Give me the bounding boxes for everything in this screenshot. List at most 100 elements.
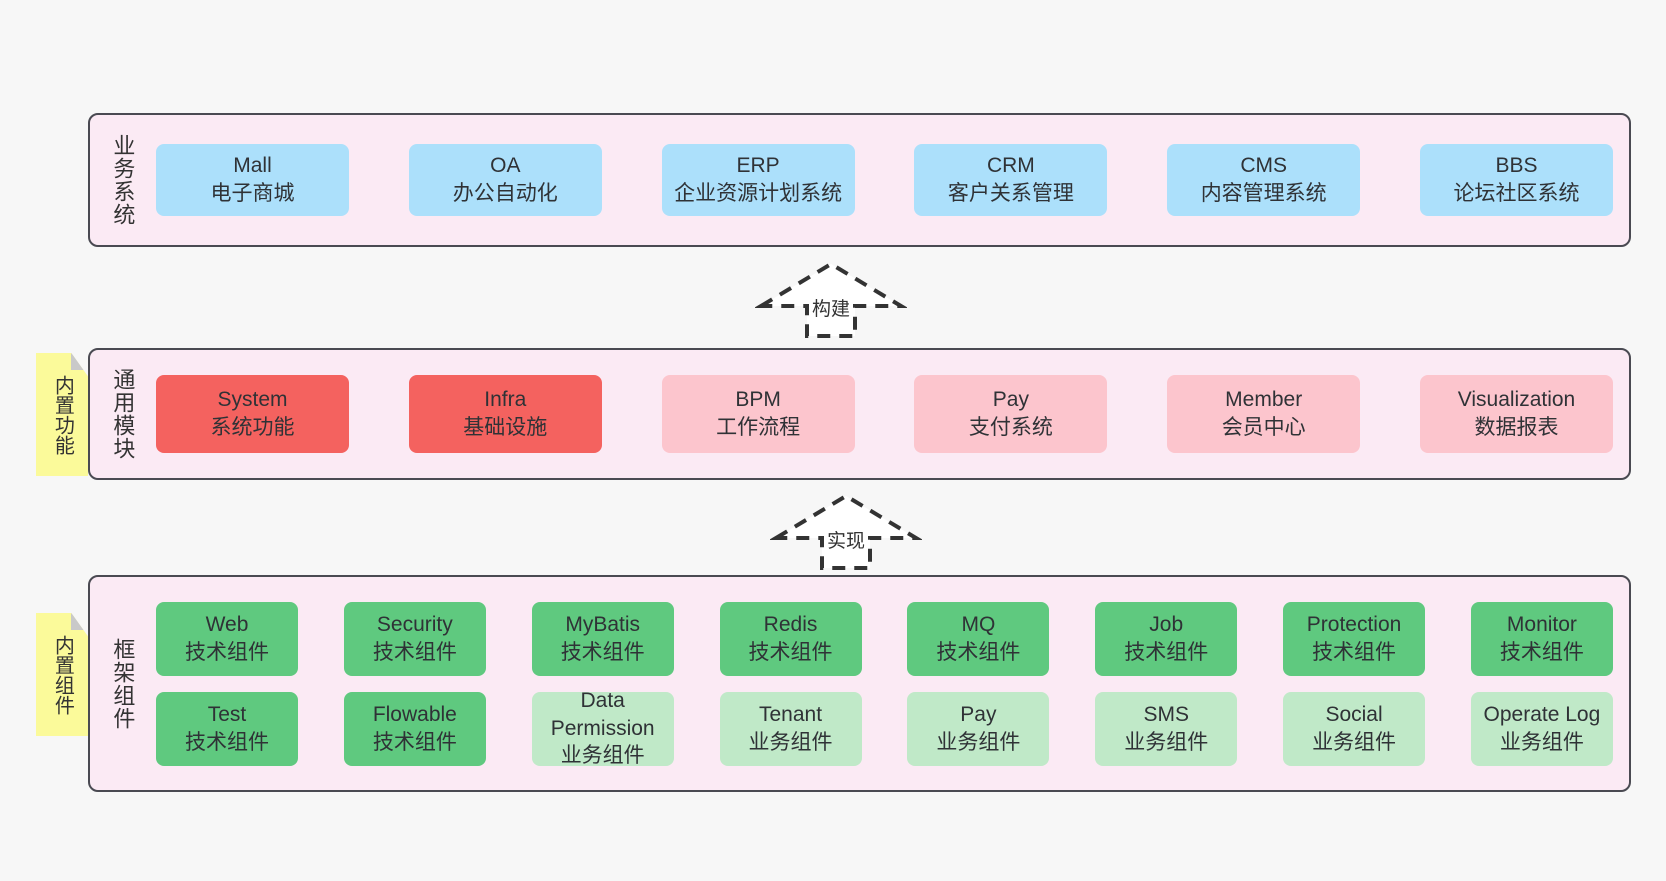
folded-corner-icon xyxy=(71,353,88,370)
node-title: Infra xyxy=(484,388,527,412)
node-subtitle: 技术组件 xyxy=(1312,640,1397,664)
node-pay-module[interactable]: Pay 支付系统 xyxy=(914,375,1108,453)
layer-framework-components: 框架组件 Web 技术组件 Security 技术组件 MyBatis 技术组件… xyxy=(88,575,1631,792)
node-erp[interactable]: ERP 企业资源计划系统 xyxy=(661,144,855,216)
layer-title-business-systems: 业务系统 xyxy=(110,134,136,226)
node-subtitle: 技术组件 xyxy=(185,640,269,664)
node-subtitle: 技术组件 xyxy=(372,730,457,754)
side-tab-label: 内置组件 xyxy=(51,634,74,715)
node-subtitle: 电子商城 xyxy=(210,182,295,205)
node-title: Pay xyxy=(960,702,997,726)
node-subtitle: 业务组件 xyxy=(1124,730,1209,754)
node-data-permission[interactable]: Data Permission 业务组件 xyxy=(531,689,674,767)
node-system[interactable]: System 系统功能 xyxy=(156,375,349,453)
node-mall[interactable]: Mall 电子商城 xyxy=(156,144,349,216)
node-bbs[interactable]: BBS 论坛社区系统 xyxy=(1419,144,1613,216)
node-mq[interactable]: MQ 技术组件 xyxy=(907,601,1050,676)
node-subtitle: 业务组件 xyxy=(1499,730,1584,754)
node-subtitle: 数据报表 xyxy=(1474,416,1559,439)
layer-business-systems: 业务系统 Mall 电子商城 OA 办公自动化 ERP 企业资源计划系统 CRM… xyxy=(88,113,1631,247)
node-title: BBS xyxy=(1495,154,1538,178)
node-pay-component[interactable]: Pay 业务组件 xyxy=(907,691,1050,766)
node-title: Flowable xyxy=(372,702,457,726)
node-title: Test xyxy=(207,702,247,726)
node-subtitle: 技术组件 xyxy=(748,640,833,664)
node-row: Mall 电子商城 OA 办公自动化 ERP 企业资源计划系统 CRM 客户关系… xyxy=(156,144,1613,216)
layer-common-modules: 通用模块 System 系统功能 Infra 基础设施 BPM 工作流程 Pay… xyxy=(88,348,1631,480)
side-tab-label: 内置功能 xyxy=(51,374,74,455)
node-title: BPM xyxy=(735,388,781,412)
node-monitor[interactable]: Monitor 技术组件 xyxy=(1470,601,1613,676)
node-crm[interactable]: CRM 客户关系管理 xyxy=(914,144,1108,216)
node-sms[interactable]: SMS 业务组件 xyxy=(1095,691,1238,766)
node-subtitle: 技术组件 xyxy=(936,640,1021,664)
node-title: CMS xyxy=(1240,154,1288,178)
node-title: MyBatis xyxy=(565,612,641,636)
layer-title-common-modules: 通用模块 xyxy=(110,368,136,460)
node-member[interactable]: Member 会员中心 xyxy=(1167,375,1361,453)
node-title: Visualization xyxy=(1457,388,1576,412)
node-mybatis[interactable]: MyBatis 技术组件 xyxy=(531,601,674,676)
node-title: SMS xyxy=(1143,702,1189,726)
node-title: MQ xyxy=(961,612,996,636)
node-test[interactable]: Test 技术组件 xyxy=(156,691,298,766)
node-row: Web 技术组件 Security 技术组件 MyBatis 技术组件 Redi… xyxy=(156,601,1613,676)
node-job[interactable]: Job 技术组件 xyxy=(1095,601,1238,676)
node-subtitle: 系统功能 xyxy=(210,416,295,439)
node-title: Security xyxy=(376,612,453,636)
node-subtitle: 业务组件 xyxy=(748,730,833,754)
node-title: Member xyxy=(1225,388,1303,412)
node-row: Test 技术组件 Flowable 技术组件 Data Permission … xyxy=(156,689,1613,767)
node-subtitle: 办公自动化 xyxy=(452,182,558,205)
side-tab-builtin-functions: 内置功能 xyxy=(36,353,88,476)
node-subtitle: 技术组件 xyxy=(1499,640,1584,664)
node-visualization[interactable]: Visualization 数据报表 xyxy=(1419,375,1613,453)
node-title: Operate Log xyxy=(1483,702,1601,726)
node-bpm[interactable]: BPM 工作流程 xyxy=(661,375,855,453)
node-subtitle: 支付系统 xyxy=(968,416,1053,439)
node-subtitle: 业务组件 xyxy=(560,744,645,768)
node-protection[interactable]: Protection 技术组件 xyxy=(1283,601,1426,676)
layer-body-framework-components: Web 技术组件 Security 技术组件 MyBatis 技术组件 Redi… xyxy=(144,577,1629,790)
node-title: Pay xyxy=(992,388,1029,412)
node-title: Protection xyxy=(1306,612,1402,636)
node-infra[interactable]: Infra 基础设施 xyxy=(408,375,602,453)
node-title: Data Permission xyxy=(550,688,655,740)
node-subtitle: 技术组件 xyxy=(1124,640,1209,664)
node-subtitle: 企业资源计划系统 xyxy=(674,182,843,205)
node-subtitle: 客户关系管理 xyxy=(947,182,1074,205)
node-title: Redis xyxy=(763,612,818,636)
node-title: OA xyxy=(490,154,521,178)
node-flowable[interactable]: Flowable 技术组件 xyxy=(343,691,486,766)
node-redis[interactable]: Redis 技术组件 xyxy=(719,601,862,676)
node-subtitle: 论坛社区系统 xyxy=(1453,182,1580,205)
layer-body-business-systems: Mall 电子商城 OA 办公自动化 ERP 企业资源计划系统 CRM 客户关系… xyxy=(144,115,1629,245)
node-title: ERP xyxy=(736,154,780,178)
layer-title-framework-components: 框架组件 xyxy=(110,637,136,730)
node-subtitle: 基础设施 xyxy=(463,416,548,439)
node-cms[interactable]: CMS 内容管理系统 xyxy=(1167,144,1361,216)
node-operate-log[interactable]: Operate Log 业务组件 xyxy=(1470,691,1613,766)
node-title: Social xyxy=(1325,702,1383,726)
node-web[interactable]: Web 技术组件 xyxy=(156,601,298,676)
dashed-up-arrow-icon xyxy=(753,261,909,338)
node-subtitle: 业务组件 xyxy=(936,730,1021,754)
node-subtitle: 技术组件 xyxy=(372,640,457,664)
node-oa[interactable]: OA 办公自动化 xyxy=(408,144,602,216)
node-title: Monitor xyxy=(1506,612,1577,636)
node-social[interactable]: Social 业务组件 xyxy=(1283,691,1426,766)
layer-body-common-modules: System 系统功能 Infra 基础设施 BPM 工作流程 Pay 支付系统… xyxy=(144,350,1629,478)
connector-implement: 实现 xyxy=(768,490,924,572)
node-title: Job xyxy=(1149,612,1184,636)
node-row: System 系统功能 Infra 基础设施 BPM 工作流程 Pay 支付系统… xyxy=(156,375,1613,453)
node-title: Tenant xyxy=(759,702,823,726)
node-title: Web xyxy=(205,612,249,636)
node-subtitle: 技术组件 xyxy=(560,640,645,664)
side-tab-builtin-components: 内置组件 xyxy=(36,613,88,736)
node-title: CRM xyxy=(986,154,1035,178)
node-security[interactable]: Security 技术组件 xyxy=(343,601,486,676)
node-subtitle: 业务组件 xyxy=(1312,730,1397,754)
node-subtitle: 内容管理系统 xyxy=(1200,182,1327,205)
node-tenant[interactable]: Tenant 业务组件 xyxy=(719,691,862,766)
